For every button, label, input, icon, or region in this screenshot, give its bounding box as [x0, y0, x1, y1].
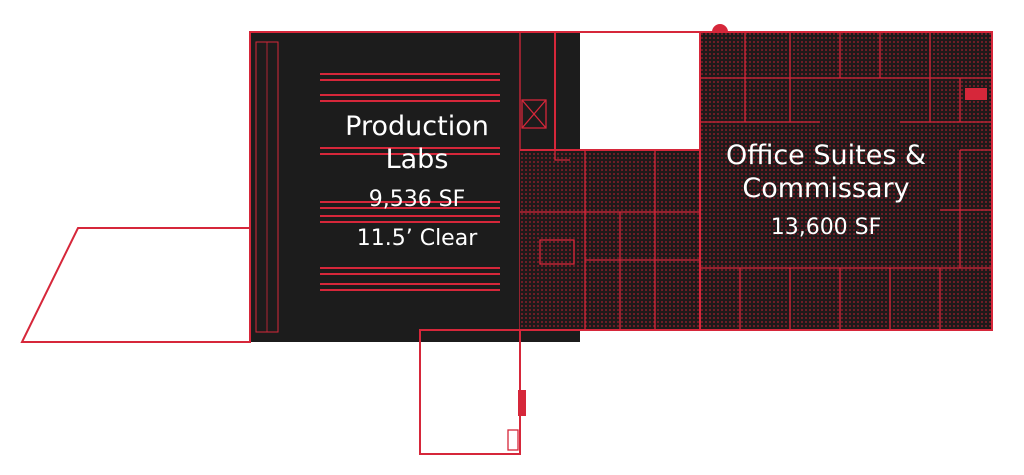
storage-name: Storage [112, 262, 198, 287]
admin-name: Admin [591, 60, 661, 85]
loading-dock-area-text: 1,350 SF [439, 411, 496, 426]
admin-area-text: 1,825 SF [594, 90, 660, 108]
storage-label: Storage 2,600 SF [112, 262, 198, 311]
loading-dock-label: Loading Dock 1,350 SF [438, 368, 497, 426]
storage-area-text: 2,600 SF [122, 293, 188, 311]
office-suites-area-text: 13,600 SF [771, 215, 882, 240]
production-labs-clear-height: 11.5’ Clear [357, 226, 478, 251]
admin-label: Admin 1,825 SF [591, 60, 661, 108]
office-suites-name-line1: Office Suites & [726, 140, 926, 171]
production-labs-area-text: 9,536 SF [369, 187, 466, 212]
loading-dock-name-line2: Dock [449, 387, 487, 405]
production-labs-name-line2: Labs [386, 144, 449, 175]
production-labs-name-line1: Production [345, 111, 489, 142]
office-suites-label: Office Suites & Commissary 13,600 SF [726, 140, 926, 240]
production-labs-label: Production Labs 9,536 SF 11.5’ Clear [345, 111, 489, 251]
loading-dock-area [419, 329, 526, 455]
middle-rooms [520, 149, 701, 331]
office-suites-name-line2: Commissary [742, 173, 909, 204]
loading-dock-name-line1: Loading [438, 368, 497, 386]
office-suites-area [699, 24, 993, 331]
